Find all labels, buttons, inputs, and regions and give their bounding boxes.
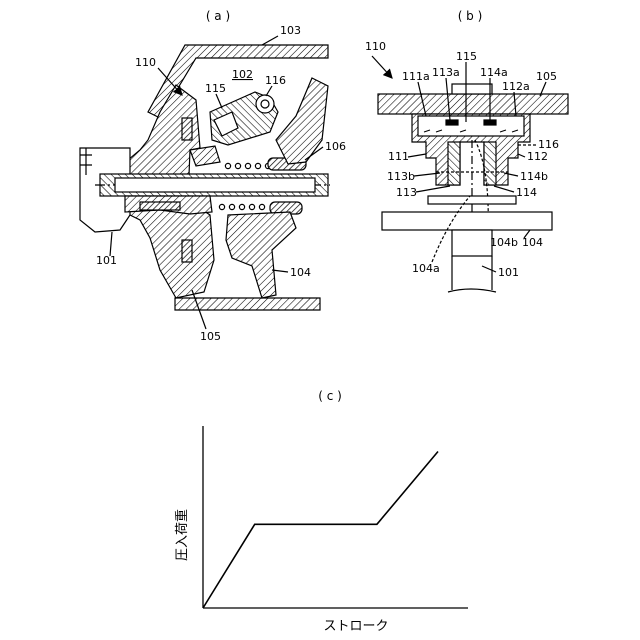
plate-105 (378, 94, 568, 114)
y-axis-label: 圧入荷重 (174, 509, 190, 561)
seal-113a (446, 120, 458, 125)
label-105: 105 (200, 330, 221, 343)
label-b-111: 111 (388, 150, 409, 163)
leader-115 (216, 94, 222, 108)
label-104: 104 (290, 266, 311, 279)
label-103: 103 (280, 24, 301, 37)
panel-c: ( c ) 圧入荷重 ストローク (174, 389, 468, 634)
label-b-113: 113 (396, 186, 417, 199)
label-b-104b: 104b (490, 236, 518, 249)
label-b-101: 101 (498, 266, 519, 279)
collar (428, 196, 516, 204)
label-115: 115 (205, 82, 226, 95)
spring-upper (182, 118, 192, 140)
x-axis-label: ストローク (323, 619, 388, 634)
panel-a: ( a ) (80, 9, 346, 343)
arm-104 (226, 212, 296, 298)
arrow-b-110 (372, 56, 392, 78)
seal-114a (484, 120, 496, 125)
leader-b-111 (408, 154, 426, 157)
pin-116-inner (261, 100, 269, 108)
label-b-105: 105 (536, 70, 557, 83)
shaft-inner (115, 178, 315, 192)
leader-b-101 (482, 266, 496, 272)
pad-106-area (190, 146, 220, 166)
ball-row-upper (225, 163, 270, 168)
label-b-114a: 114a (480, 66, 508, 79)
label-b-104: 104 (522, 236, 543, 249)
label-b-113a: 113a (432, 66, 460, 79)
label-106: 106 (325, 140, 346, 153)
shaft-101 (452, 230, 492, 256)
caption-a: ( a ) (206, 9, 230, 23)
label-b-112a: 112a (502, 80, 530, 93)
label-b-114b: 114b (520, 170, 548, 183)
label-116: 116 (265, 74, 286, 87)
caption-c: ( c ) (318, 389, 342, 403)
arm-106 (276, 78, 328, 164)
label-b-110: 110 (365, 40, 386, 53)
leader-103 (262, 36, 278, 45)
label-110: 110 (135, 56, 156, 69)
plate-104 (382, 212, 552, 230)
label-b-115: 115 (456, 50, 477, 63)
sleeve-113 (448, 142, 460, 185)
label-b-114: 114 (516, 186, 537, 199)
top-knob (452, 84, 492, 94)
panel-b: ( b ) 110 115 113a 114a 111 (365, 9, 568, 292)
label-101: 101 (96, 254, 117, 267)
spring-lower (182, 240, 192, 262)
label-b-112: 112 (527, 150, 548, 163)
label-b-113b: 113b (387, 170, 415, 183)
leader-101 (110, 232, 112, 256)
cavity-115 (418, 116, 524, 136)
leader-116 (266, 86, 272, 96)
leader-b-113 (416, 186, 450, 192)
label-b-104a: 104a (412, 262, 440, 275)
leader-b-114 (494, 186, 514, 192)
load-stroke-curve (203, 452, 438, 609)
ball-row-lower (219, 204, 264, 209)
label-102: 102 (232, 68, 253, 81)
label-b-111a: 111a (402, 70, 430, 83)
bearing-dark (140, 202, 180, 210)
leader-b-112 (518, 154, 525, 157)
caption-b: ( b ) (458, 9, 483, 23)
shaft-101-lower (448, 256, 496, 292)
